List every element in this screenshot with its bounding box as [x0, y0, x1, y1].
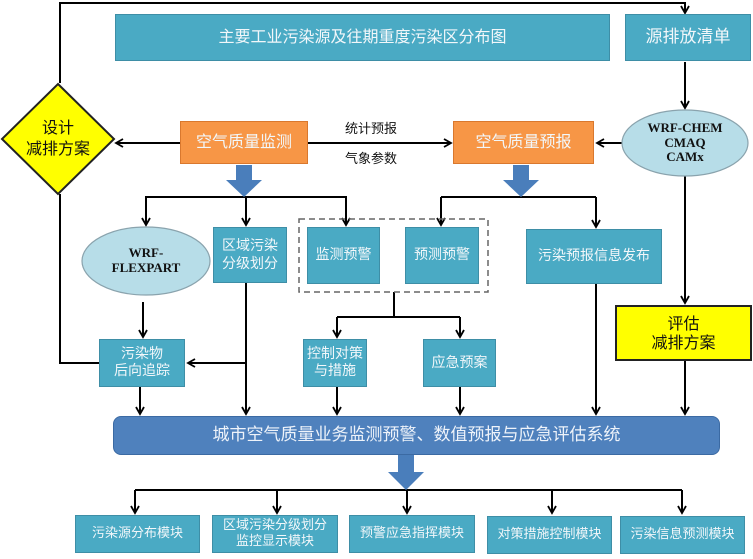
- model-flexpart: FLEXPART: [111, 260, 181, 275]
- air-quality-forecast-label: 空气质量预报: [475, 132, 572, 152]
- backtrack-line1: 污染物: [121, 345, 163, 362]
- edge-design-to-source: [59, 2, 690, 83]
- forecast-warning-box[interactable]: 预测预警: [405, 227, 479, 284]
- regional-grading-line1: 区域污染: [222, 237, 278, 254]
- module-pollution-prediction[interactable]: 污染信息预测模块: [620, 516, 745, 554]
- module-label: 污染源分布模块: [91, 525, 183, 541]
- warning-group-frame: [298, 218, 489, 293]
- source-inventory-box[interactable]: 源排放清单: [625, 14, 751, 61]
- backtrack-line2: 后向追踪: [114, 363, 170, 379]
- monitor-warning-box[interactable]: 监测预警: [307, 227, 380, 284]
- edge-label-statistical-forecast: 统计预报: [345, 122, 398, 137]
- flexpart-ellipse: [81, 226, 211, 296]
- backtrack-box[interactable]: 污染物 后向追踪: [99, 339, 185, 387]
- model-wrf-chem: WRF-CHEM: [647, 119, 723, 135]
- chem-models-ellipse: [621, 109, 749, 177]
- edge-label-meteorological-params: 气象参数: [345, 152, 398, 167]
- model-wrf-prefix: WRF-: [128, 245, 164, 261]
- module-label: 对策措施控制模块: [497, 526, 602, 542]
- block-arrow-monitoring: [226, 165, 262, 197]
- module-warning-command[interactable]: 预警应急指挥模块: [349, 515, 475, 553]
- module-label: 污染信息预测模块: [630, 526, 735, 542]
- evaluate-plan-box[interactable]: 评估 减排方案: [615, 305, 752, 361]
- design-plan-line2: 减排方案: [25, 139, 90, 158]
- system-label: 城市空气质量业务监测预警、数值预报与应急评估系统: [212, 425, 621, 446]
- module-pollution-source[interactable]: 污染源分布模块: [75, 515, 200, 553]
- chem-models-node[interactable]: WRF-CHEM CMAQ CAMx: [625, 113, 745, 173]
- forecast-publish-box[interactable]: 污染预报信息发布: [526, 229, 662, 284]
- design-plan-diamond: [0, 82, 116, 196]
- emergency-plan-box[interactable]: 应急预案: [423, 339, 496, 387]
- model-camx: CAMx: [666, 149, 704, 165]
- control-measures-line2: 与措施: [314, 363, 356, 379]
- pollution-distribution-map-box[interactable]: 主要工业污染源及往期重度污染区分布图: [115, 14, 610, 61]
- source-inventory-label: 源排放清单: [645, 27, 731, 48]
- module-label: 预警应急指挥模块: [359, 525, 464, 541]
- model-cmaq: CMAQ: [664, 134, 706, 150]
- monitor-warning-label: 监测预警: [315, 247, 372, 264]
- regional-grading-line2: 分级划分: [222, 256, 278, 272]
- module-label-line2: 监控显示模块: [235, 534, 314, 549]
- block-arrow-system: [388, 455, 424, 490]
- flexpart-node[interactable]: WRF- FLEXPART: [86, 236, 206, 286]
- module-regional-grading-display[interactable]: 区域污染分级划分 监控显示模块: [212, 515, 338, 553]
- emergency-plan-label: 应急预案: [431, 354, 488, 371]
- control-measures-box[interactable]: 控制对策 与措施: [303, 339, 367, 387]
- module-control-measures[interactable]: 对策措施控制模块: [487, 516, 612, 554]
- module-label-line1: 区域污染分级划分: [222, 518, 327, 534]
- design-plan-node[interactable]: 设计 减排方案: [10, 112, 106, 166]
- edge-backtrack-to-design: [59, 194, 99, 364]
- air-quality-monitoring-box[interactable]: 空气质量监测: [180, 121, 308, 164]
- air-quality-forecast-box[interactable]: 空气质量预报: [453, 121, 594, 164]
- forecast-publish-label: 污染预报信息发布: [538, 248, 650, 265]
- forecast-warning-label: 预测预警: [414, 247, 470, 264]
- block-arrow-forecast: [503, 165, 539, 197]
- design-plan-line1: 设计: [41, 118, 74, 138]
- regional-grading-box[interactable]: 区域污染 分级划分: [213, 227, 287, 283]
- air-quality-monitoring-label: 空气质量监测: [195, 132, 292, 152]
- evaluate-plan-line1: 评估: [667, 313, 700, 333]
- system-bar[interactable]: 城市空气质量业务监测预警、数值预报与应急评估系统: [113, 416, 720, 455]
- pollution-distribution-map-label: 主要工业污染源及往期重度污染区分布图: [218, 27, 507, 47]
- control-measures-line1: 控制对策: [307, 345, 363, 362]
- evaluate-plan-line2: 减排方案: [651, 333, 716, 352]
